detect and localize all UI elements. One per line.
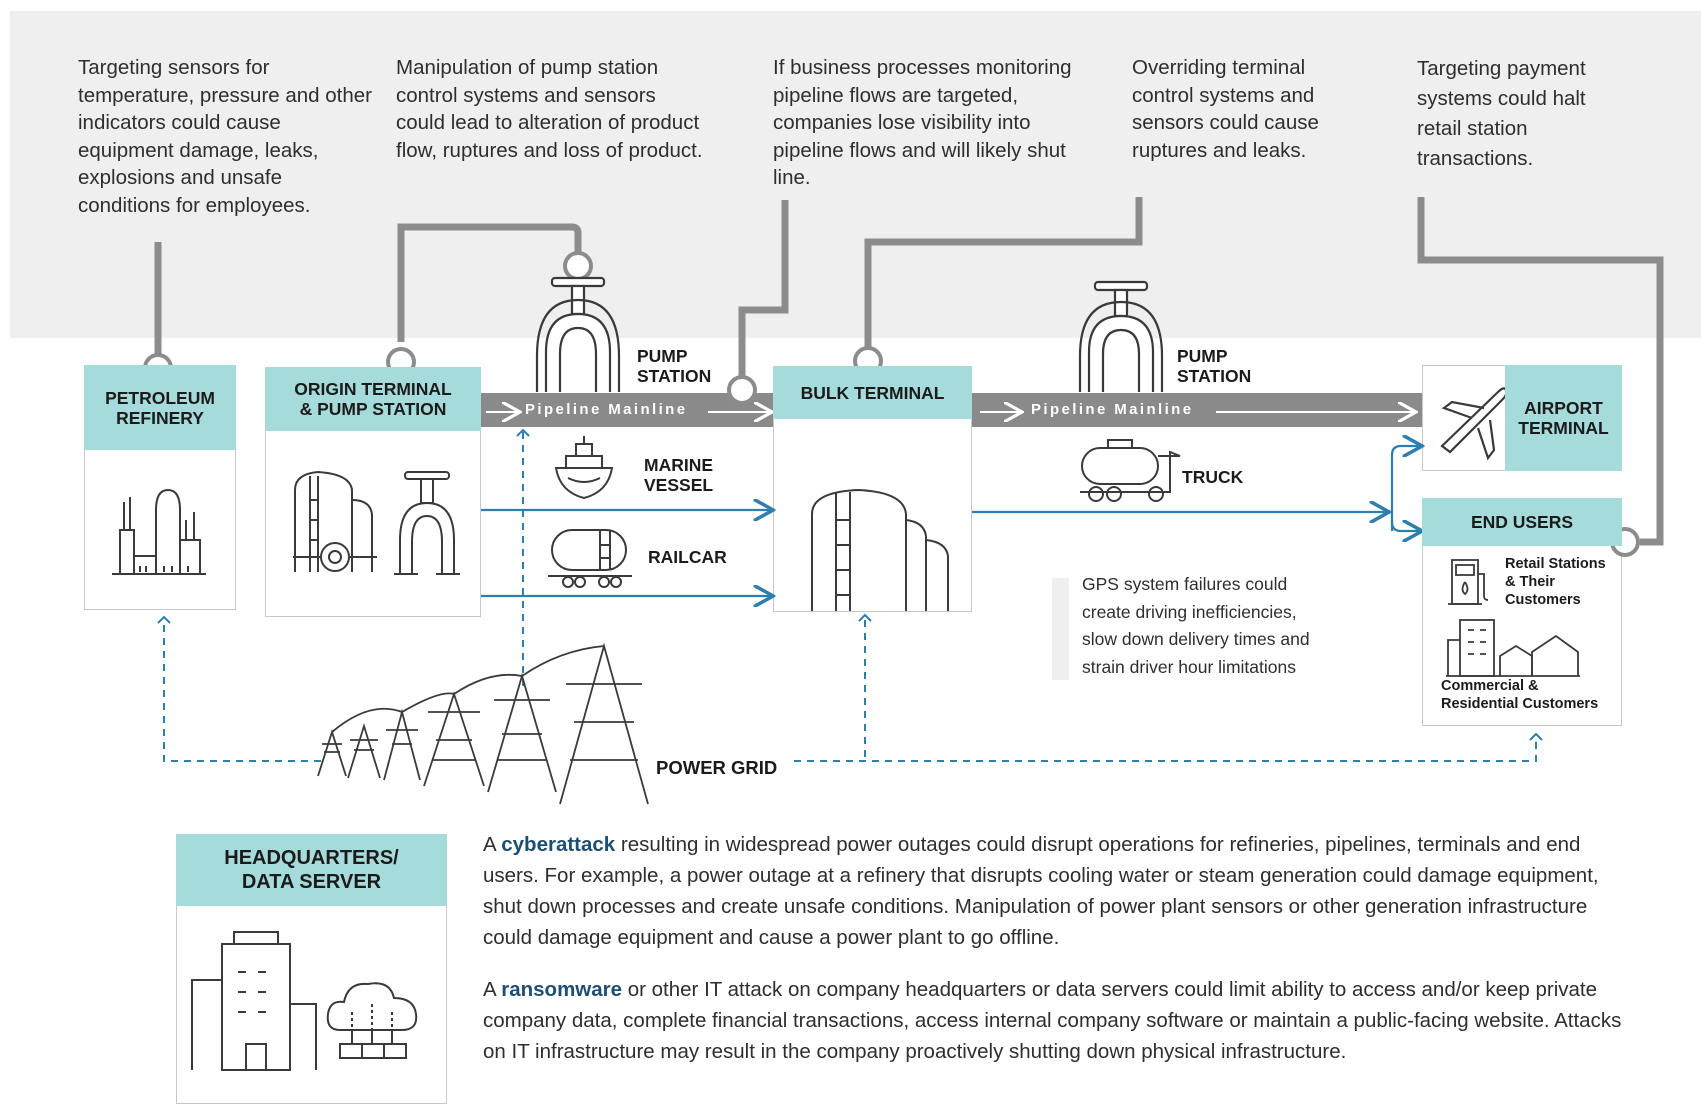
buildings-icon	[1446, 619, 1580, 677]
fuel-pump-icon	[1448, 559, 1489, 605]
valve-icon	[535, 276, 621, 392]
tanks-icon	[293, 470, 377, 572]
railcar-icon	[548, 529, 632, 588]
end-users-header: END USERS	[1422, 498, 1622, 546]
flow-lines	[481, 446, 1420, 596]
commercial-label: Commercial & Residential Customers	[1441, 678, 1599, 712]
retail-stations-label: Retail Stations & Their Customers	[1505, 556, 1606, 608]
ransomware-text: or other IT attack on company headquarte…	[483, 978, 1622, 1063]
cyberattack-prefix: A	[483, 833, 502, 856]
annotation-terminal: Overriding terminal control systems and …	[1132, 56, 1319, 162]
cyberattack-text: resulting in widespread power outages co…	[483, 833, 1599, 949]
office-building-icon	[191, 931, 317, 1071]
cyberattack-keyword: cyberattack	[501, 833, 616, 856]
pipeline-label-2: Pipeline Mainline	[1031, 401, 1194, 418]
airport-header: AIRPORT TERMINAL	[1505, 365, 1622, 471]
refinery-header: PETROLEUM REFINERY	[84, 365, 236, 450]
annotation-business: If business processes monitoring pipelin…	[773, 56, 1072, 189]
pipeline-mainline-1	[479, 393, 773, 427]
annotation-connectors	[154, 197, 1664, 546]
airplane-icon	[1440, 387, 1508, 461]
bulk-header: BULK TERMINAL	[773, 366, 972, 419]
ransomware-prefix: A	[483, 978, 502, 1001]
railcar-label: RAILCAR	[648, 547, 727, 567]
pump-station-label-1: PUMP STATION	[637, 346, 712, 386]
ransomware-paragraph: A ransomware or other IT attack on compa…	[483, 974, 1623, 1067]
valve-icon	[1078, 280, 1164, 392]
gps-note-bar	[1052, 578, 1069, 680]
power-grid-lines	[163, 432, 1537, 762]
power-grid-arrowheads	[157, 428, 1543, 741]
ransomware-keyword: ransomware	[501, 978, 623, 1001]
origin-header: ORIGIN TERMINAL & PUMP STATION	[265, 367, 481, 431]
cyberattack-paragraph: A cyberattack resulting in widespread po…	[483, 829, 1623, 953]
annotation-refinery: Targeting sensors for temperature, press…	[78, 56, 372, 217]
gps-note: GPS system failures could create driving…	[1082, 574, 1310, 677]
annotation-pump-station: Manipulation of pump station control sys…	[396, 56, 703, 162]
pipeline-label-1: Pipeline Mainline	[525, 401, 688, 418]
valve-icon	[394, 471, 460, 575]
cloud-server-icon	[326, 982, 418, 1059]
ship-icon	[554, 436, 614, 500]
power-grid-label: POWER GRID	[656, 757, 778, 778]
truck-icon	[1080, 439, 1181, 502]
headquarters-header: HEADQUARTERS/ DATA SERVER	[176, 834, 447, 906]
top-band	[10, 11, 1701, 338]
marine-vessel-label: MARINE VESSEL	[644, 455, 714, 495]
annotation-payment: Targeting payment systems could halt ret…	[1417, 57, 1586, 170]
pipeline-mainline-2	[972, 393, 1422, 427]
truck-label: TRUCK	[1182, 467, 1244, 487]
power-tower-icon	[317, 642, 649, 805]
pump-station-label-2: PUMP STATION	[1177, 346, 1252, 386]
storage-tank-icon	[811, 488, 949, 611]
refinery-icon	[112, 488, 206, 575]
